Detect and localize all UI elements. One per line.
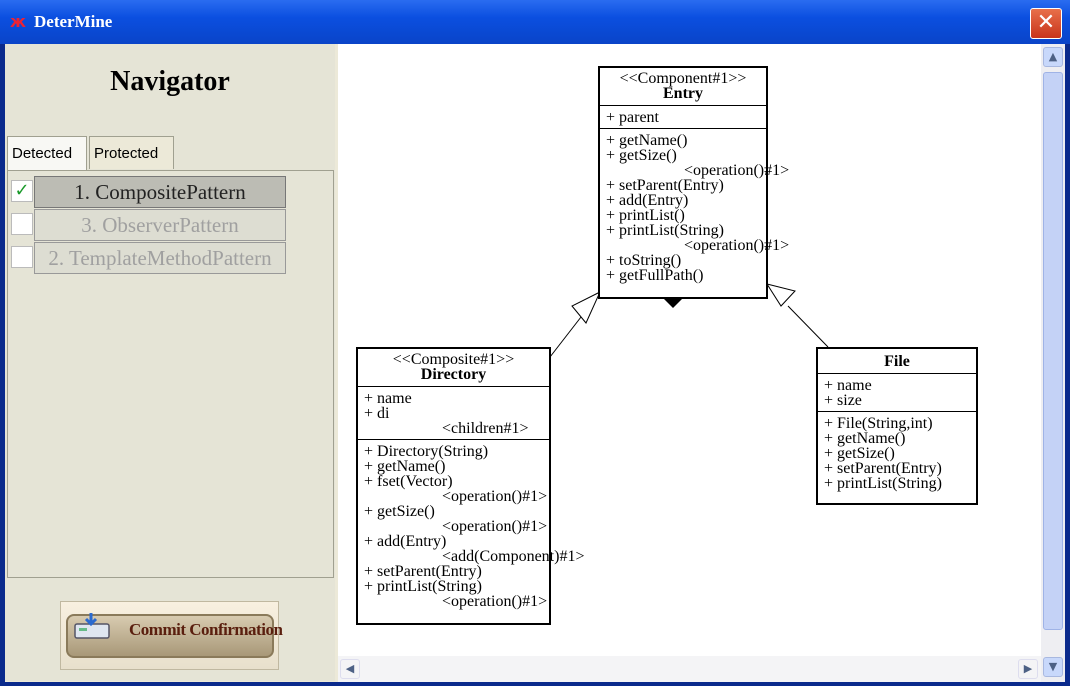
class-box-entry[interactable]: <<Component#1>> Entry + parent + getName…: [598, 66, 790, 299]
tab-detected[interactable]: Detected: [7, 136, 87, 171]
directory-operation: + setParent(Entry): [364, 563, 482, 580]
entry-operation: + getName(): [606, 132, 688, 149]
directory-operation: + Directory(String): [364, 443, 489, 460]
pattern-button-template-method[interactable]: 2. TemplateMethodPattern: [34, 242, 286, 274]
entry-attribute: + parent: [606, 109, 659, 126]
commit-label: Commit Confirmation: [129, 620, 283, 639]
entry-operation: + printList(String): [606, 222, 724, 239]
generalization-line-file: [787, 305, 829, 348]
file-operation: + getName(): [824, 430, 906, 447]
tab-protected[interactable]: Protected: [89, 136, 174, 169]
file-operation: + getSize(): [824, 445, 895, 462]
directory-class-name: Directory: [420, 366, 487, 383]
directory-operation: + add(Entry): [364, 533, 447, 550]
scroll-left-button[interactable]: ◀: [340, 659, 360, 679]
pattern-checkbox-observer[interactable]: [11, 213, 33, 235]
directory-role-note: <operation()#1>: [442, 488, 548, 505]
file-attribute: + size: [824, 392, 862, 409]
entry-operation: + printList(): [606, 207, 685, 224]
file-operation: + printList(String): [824, 475, 942, 492]
entry-operation: + add(Entry): [606, 192, 689, 209]
pattern-button-composite[interactable]: 1. CompositePattern: [34, 176, 286, 208]
entry-stereotype: <<Component#1>>: [619, 70, 747, 87]
vertical-scroll-thumb[interactable]: [1043, 72, 1063, 630]
entry-operation: + setParent(Entry): [606, 177, 724, 194]
scroll-right-button[interactable]: ▶: [1018, 659, 1038, 679]
file-operation: + setParent(Entry): [824, 460, 942, 477]
diagram-canvas[interactable]: <<Component#1>> Entry + parent + getName…: [338, 44, 1041, 656]
entry-role-note: <operation()#1>: [684, 162, 790, 179]
directory-stereotype: <<Composite#1>>: [392, 351, 515, 368]
navigator-title: Navigator: [110, 66, 230, 97]
title-bar[interactable]: [0, 0, 1070, 44]
pattern-checkbox-template-method[interactable]: [11, 246, 33, 268]
generalization-arrow-directory: [571, 290, 602, 324]
scroll-down-button[interactable]: ▼: [1043, 657, 1063, 677]
entry-operation: + getFullPath(): [606, 267, 704, 284]
entry-operation: + toString(): [606, 252, 682, 269]
directory-role-note: <operation()#1>: [442, 518, 548, 535]
scroll-up-button[interactable]: ▲: [1043, 47, 1063, 67]
close-button[interactable]: ✕: [1030, 8, 1062, 39]
pattern-checkbox-composite[interactable]: ✓: [11, 180, 33, 202]
inbox-download-icon: [74, 613, 110, 639]
directory-operation: + getName(): [364, 458, 446, 475]
directory-attribute: + di: [364, 405, 390, 422]
file-attribute: + name: [824, 377, 872, 394]
file-class-name: File: [884, 353, 910, 370]
directory-role-note: <operation()#1>: [442, 593, 548, 610]
entry-class-name: Entry: [663, 85, 703, 102]
window-title: DeterMine: [34, 12, 113, 31]
generalization-arrow-file: [765, 283, 796, 307]
entry-operation: + getSize(): [606, 147, 677, 164]
directory-role-note: <add(Component)#1>: [442, 548, 585, 565]
class-box-directory[interactable]: <<Composite#1>> Directory + name + di <c…: [356, 347, 585, 625]
entry-role-note: <operation()#1>: [684, 237, 790, 254]
directory-operation: + fset(Vector): [364, 473, 453, 490]
directory-operation: + getSize(): [364, 503, 435, 520]
directory-role-note: <children#1>: [442, 420, 529, 437]
commit-confirmation-button[interactable]: Commit Confirmation: [60, 601, 283, 670]
horizontal-scrollbar[interactable]: [338, 656, 1041, 682]
directory-attribute: + name: [364, 390, 412, 407]
commit-button-face: [66, 614, 274, 658]
directory-operation: + printList(String): [364, 578, 482, 595]
file-operation: + File(String,int): [824, 415, 933, 432]
class-box-file[interactable]: File + name + size + File(String,int) + …: [816, 347, 978, 505]
pattern-button-observer[interactable]: 3. ObserverPattern: [34, 209, 286, 241]
spider-icon: ж: [10, 12, 26, 31]
